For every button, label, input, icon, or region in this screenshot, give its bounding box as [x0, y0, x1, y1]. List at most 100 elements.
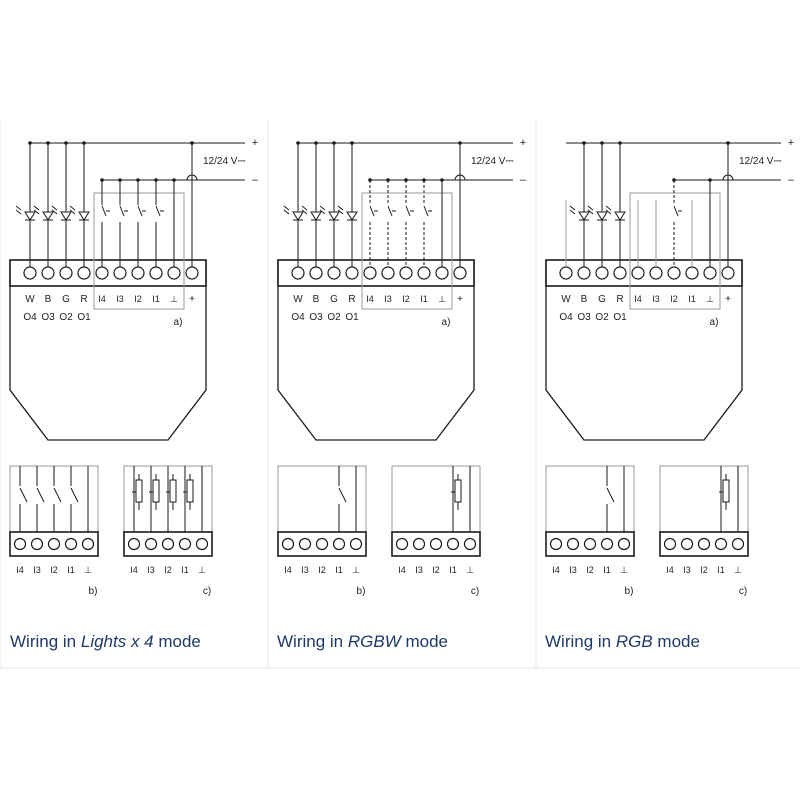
- led-icon: [60, 211, 72, 221]
- marker-b: b): [357, 586, 366, 597]
- led-ray: [301, 209, 308, 215]
- terminal-input-label: I1: [688, 294, 696, 304]
- terminal-screw: [429, 537, 443, 551]
- device-body: [9, 260, 207, 441]
- potentiometer-icon: [722, 479, 730, 503]
- terminal-screw: [577, 266, 591, 280]
- potentiometer-icon: [169, 479, 177, 503]
- switch-contact: [53, 487, 62, 503]
- switch-contact: [155, 205, 161, 217]
- marker-c: c): [203, 586, 211, 597]
- terminal-input-label: I2: [318, 565, 326, 575]
- terminal-screw: [64, 537, 78, 551]
- terminal-screw: [631, 266, 645, 280]
- terminal-output-label: O3: [577, 312, 591, 323]
- junction-dot: [332, 141, 336, 145]
- led-ray: [319, 205, 326, 211]
- switch-contact: [405, 205, 411, 217]
- marker-a: a): [442, 317, 451, 328]
- terminal-color-label: G: [598, 294, 606, 305]
- terminal-input-label: ⊥: [620, 565, 628, 575]
- terminal-screw: [95, 266, 109, 280]
- terminal-screw: [281, 537, 295, 551]
- switch-contact: [19, 487, 28, 503]
- terminal-input-label: I1: [420, 294, 428, 304]
- device-body: [277, 260, 475, 441]
- terminal-input-label: I3: [569, 565, 577, 575]
- terminal-screw: [721, 266, 735, 280]
- led-ray: [319, 209, 326, 215]
- supply-minus-label: –: [788, 174, 795, 186]
- junction-dot: [136, 178, 140, 182]
- terminal-screw: [178, 537, 192, 551]
- junction-dot: [100, 178, 104, 182]
- junction-dot: [368, 178, 372, 182]
- supply-voltage-label: 12/24 V⎓: [739, 156, 781, 167]
- inputs-frame: [361, 192, 453, 310]
- subdiagram-frame: [659, 465, 749, 533]
- terminal-input-label: ⊥: [198, 565, 206, 575]
- terminal-input-label: I3: [415, 565, 423, 575]
- terminal-plus-label: +: [189, 294, 195, 305]
- terminal-input-label: I1: [67, 565, 75, 575]
- terminal-screw: [697, 537, 711, 551]
- terminal-screw: [680, 537, 694, 551]
- led-ray: [33, 205, 40, 211]
- terminal-color-label: R: [616, 294, 623, 305]
- junction-dot: [618, 141, 622, 145]
- terminal-screw: [23, 266, 37, 280]
- terminal-input-label: I2: [164, 565, 172, 575]
- marker-b: b): [89, 586, 98, 597]
- terminal-screw: [113, 266, 127, 280]
- terminal-screw: [41, 266, 55, 280]
- led-icon: [614, 211, 626, 221]
- terminal-screw: [463, 537, 477, 551]
- junction-dot: [314, 141, 318, 145]
- led-icon: [578, 211, 590, 221]
- led-ray: [69, 205, 76, 211]
- junction-dot: [28, 141, 32, 145]
- terminal-screw: [332, 537, 346, 551]
- junction-dot: [672, 178, 676, 182]
- junction-dot: [118, 178, 122, 182]
- terminal-color-label: G: [330, 294, 338, 305]
- terminal-input-label: I4: [552, 565, 560, 575]
- terminal-output-label: O2: [595, 312, 609, 323]
- terminal-input-label: I3: [683, 565, 691, 575]
- junction-dot: [46, 141, 50, 145]
- inputs-frame: [93, 192, 185, 310]
- terminal-screw: [127, 537, 141, 551]
- terminal-input-label: I4: [98, 294, 106, 304]
- terminal-input-label: I1: [152, 294, 160, 304]
- minus-hop: [440, 174, 513, 181]
- led-icon: [310, 211, 322, 221]
- led-ray: [15, 205, 22, 211]
- terminal-screw: [703, 266, 717, 280]
- terminal-input-label: I4: [634, 294, 642, 304]
- terminal-color-label: R: [348, 294, 355, 305]
- terminal-screw: [731, 537, 745, 551]
- led-ray: [283, 209, 290, 215]
- terminal-input-label: ⊥: [734, 565, 742, 575]
- junction-dot: [296, 141, 300, 145]
- led-ray: [283, 205, 290, 211]
- terminal-screw: [349, 537, 363, 551]
- marker-a: a): [174, 317, 183, 328]
- terminal-screw: [144, 537, 158, 551]
- terminal-input-label: I2: [586, 565, 594, 575]
- terminal-screw: [381, 266, 395, 280]
- terminal-input-label: ⊥: [84, 565, 92, 575]
- terminal-output-label: O1: [77, 312, 91, 323]
- led-icon: [78, 211, 90, 221]
- terminal-input-label: ⊥: [466, 565, 474, 575]
- terminal-screw: [298, 537, 312, 551]
- led-ray: [15, 209, 22, 215]
- supply-plus-label: +: [520, 137, 526, 149]
